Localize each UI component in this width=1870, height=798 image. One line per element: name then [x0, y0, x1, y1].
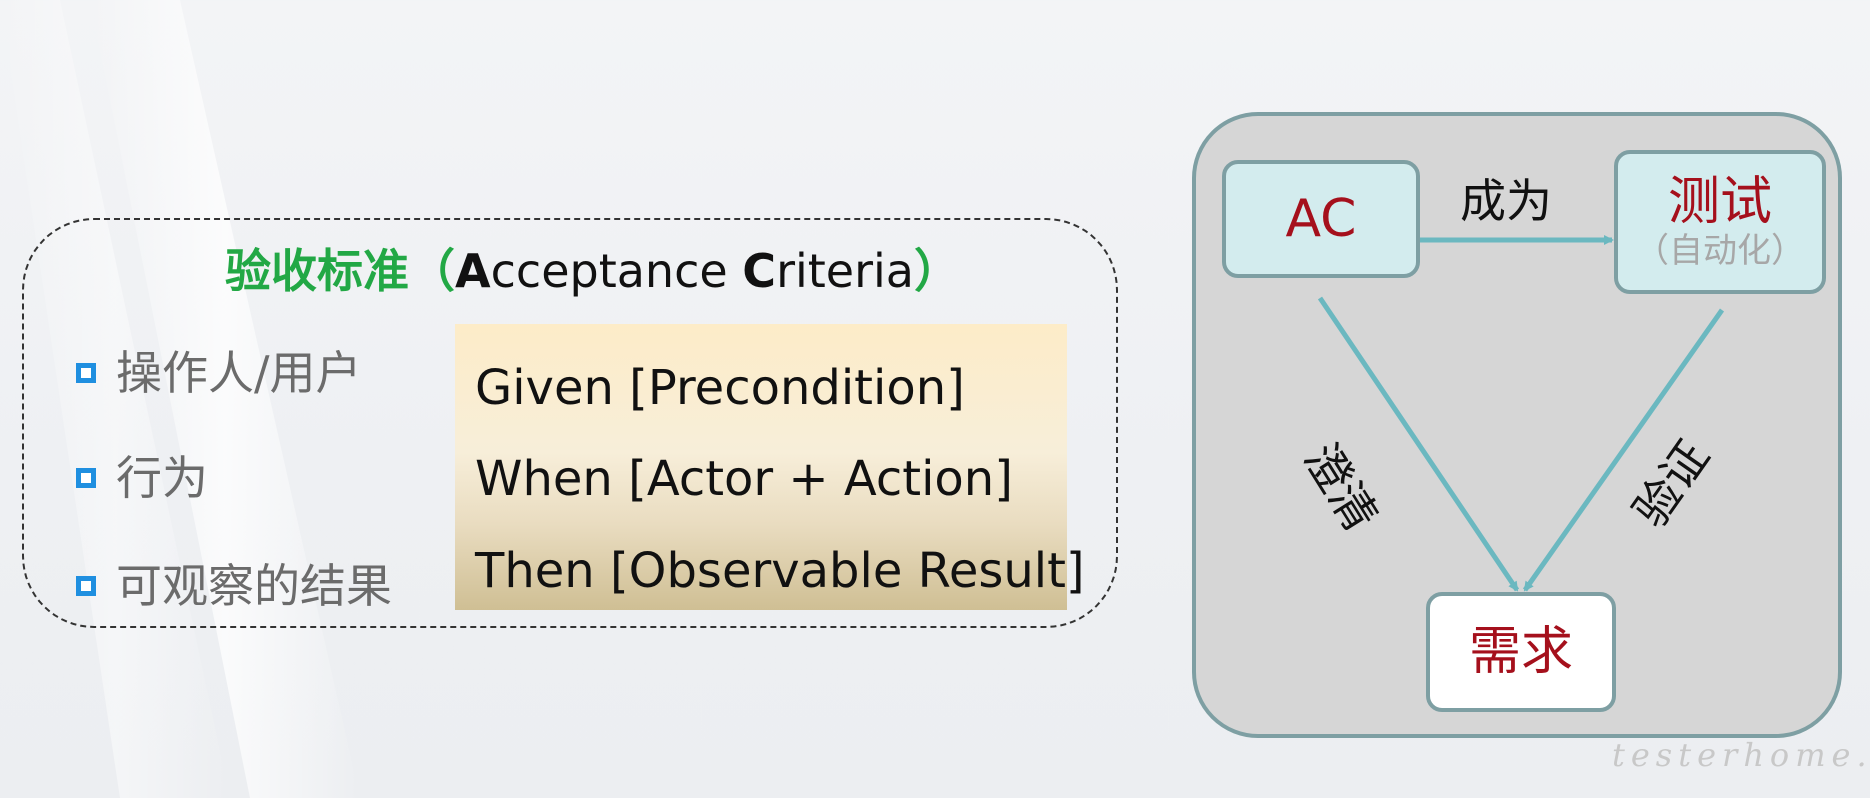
relationship-diagram: AC 测试 （自动化） 需求 成为 澄清 验证 [1192, 112, 1842, 738]
node-test: 测试 （自动化） [1614, 150, 1826, 294]
arrow-verify [1522, 308, 1725, 592]
node-test-sublabel: （自动化） [1635, 231, 1805, 271]
node-ac-label: AC [1285, 189, 1357, 249]
title-en: Acceptance Criteria [455, 244, 914, 298]
acceptance-criteria-title: 验收标准（Acceptance Criteria） [225, 248, 960, 294]
given-when-then-box: Given [Precondition] When [Actor + Actio… [455, 324, 1085, 610]
watermark: testerhome.com [1612, 736, 1870, 774]
arrow-clarify [1317, 296, 1520, 592]
label-becomes: 成为 [1460, 174, 1552, 228]
bullet-text: 行为 [116, 451, 208, 505]
node-test-label: 测试 [1667, 172, 1772, 232]
node-ac: AC [1222, 160, 1420, 278]
bullet-text: 可观察的结果 [116, 559, 392, 613]
title-close-paren: ） [913, 244, 960, 298]
node-requirement: 需求 [1426, 592, 1616, 712]
when-line: When [Actor + Action] [475, 451, 1013, 507]
title-cn: 验收标准 [225, 244, 409, 298]
title-c-letter: C [742, 244, 777, 298]
given-line: Given [Precondition] [475, 360, 965, 416]
bullet-square-icon [76, 576, 96, 596]
bullet-behavior: 行为 [76, 455, 208, 501]
bullet-square-icon [76, 363, 96, 383]
diagram-arrows [1317, 235, 1725, 592]
title-open-paren: （ [409, 244, 455, 298]
then-line: Then [Observable Result] [475, 543, 1085, 599]
acceptance-criteria-panel [22, 218, 1118, 628]
bullet-operator: 操作人/用户 [76, 350, 362, 396]
bullet-result: 可观察的结果 [76, 563, 392, 609]
title-a-letter: A [455, 244, 491, 298]
title-criteria-rest: riteria [776, 244, 914, 298]
node-requirement-label: 需求 [1468, 622, 1573, 682]
bullet-square-icon [76, 468, 96, 488]
bullet-text: 操作人/用户 [116, 346, 362, 400]
title-acceptance-rest: cceptance [490, 244, 728, 298]
